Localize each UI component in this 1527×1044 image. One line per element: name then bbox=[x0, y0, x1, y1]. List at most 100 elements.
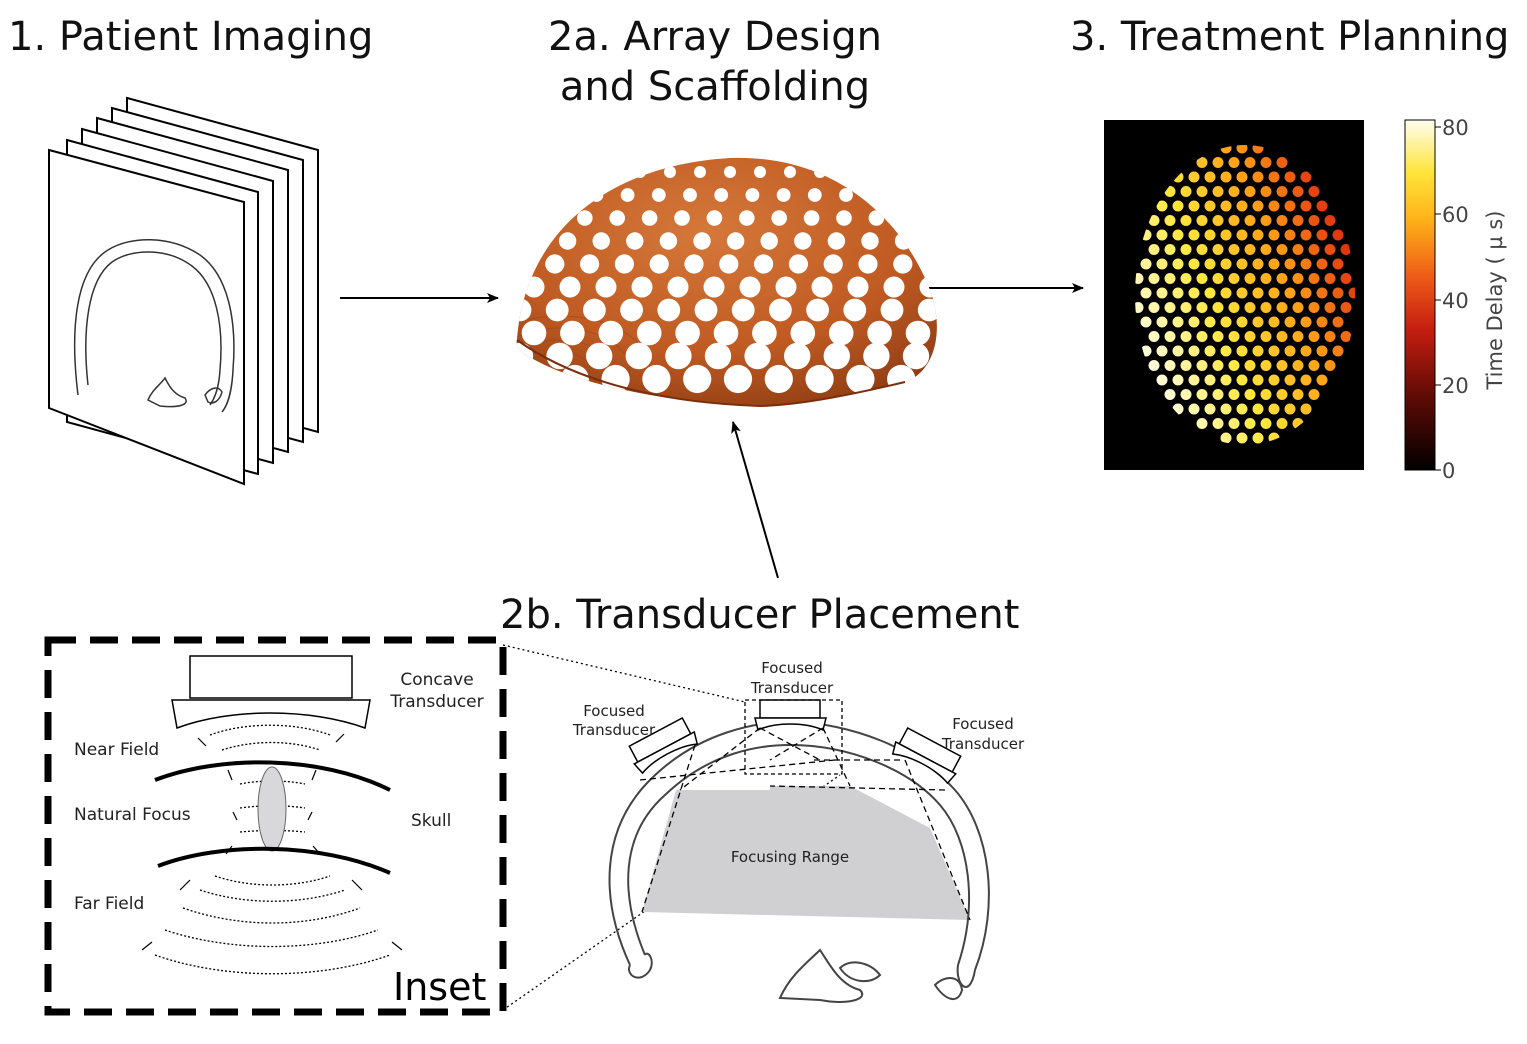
element-dot bbox=[1212, 215, 1224, 226]
element-dot bbox=[1196, 157, 1208, 168]
element-dot bbox=[1212, 157, 1224, 168]
scaffold-hole bbox=[894, 232, 913, 250]
element-dot bbox=[1244, 244, 1256, 255]
scaffold-hole bbox=[784, 342, 811, 370]
scaffold-hole bbox=[863, 342, 890, 370]
element-dot bbox=[1308, 360, 1320, 371]
element-dot bbox=[1180, 244, 1192, 255]
element-dot bbox=[1252, 403, 1264, 415]
element-dot bbox=[1188, 200, 1200, 212]
element-dot bbox=[1156, 316, 1168, 328]
element-dot bbox=[1300, 345, 1312, 357]
element-dot bbox=[1244, 331, 1256, 342]
scaffold-hole bbox=[664, 166, 676, 178]
element-dot bbox=[1148, 215, 1160, 226]
element-dot bbox=[1172, 374, 1184, 386]
scaffold-hole bbox=[771, 210, 787, 226]
element-dot bbox=[1220, 258, 1232, 270]
element-dot bbox=[1276, 418, 1288, 429]
element-dot bbox=[1196, 302, 1208, 313]
scaffold-hole bbox=[586, 342, 613, 370]
element-dot bbox=[1268, 374, 1280, 386]
element-dot bbox=[1252, 374, 1264, 386]
element-dot bbox=[1188, 287, 1200, 299]
element-dot bbox=[1228, 215, 1240, 226]
inset-natural-focus-label: Natural Focus bbox=[74, 805, 191, 825]
scaffold-hole bbox=[861, 232, 879, 250]
scaffold-hole bbox=[601, 364, 630, 394]
scaffold-hole bbox=[823, 254, 843, 274]
scaffold-hole bbox=[625, 342, 652, 370]
element-dot bbox=[1172, 316, 1184, 328]
element-dot bbox=[1212, 418, 1224, 429]
element-dot bbox=[1260, 389, 1272, 400]
element-dot bbox=[1268, 316, 1280, 328]
scaffold-hole bbox=[867, 320, 892, 346]
element-dot bbox=[1284, 258, 1296, 270]
scaffold-hole bbox=[776, 188, 791, 202]
element-dot bbox=[1332, 345, 1344, 357]
scaffold-hole bbox=[595, 276, 617, 298]
element-dot bbox=[1308, 331, 1320, 342]
element-dot bbox=[1196, 215, 1208, 226]
element-dot bbox=[1340, 273, 1352, 284]
scaffold-hole bbox=[754, 254, 774, 274]
element-dot bbox=[1292, 331, 1304, 342]
element-dot bbox=[1164, 331, 1176, 342]
element-dot bbox=[1156, 258, 1168, 270]
element-dot bbox=[1172, 287, 1184, 299]
element-dot bbox=[1244, 389, 1256, 400]
element-dot bbox=[1180, 302, 1192, 313]
element-dot bbox=[1276, 389, 1288, 400]
scaffold-hole bbox=[874, 166, 886, 178]
element-dot bbox=[1324, 360, 1336, 371]
top-focused-transducer bbox=[754, 717, 827, 732]
element-dot bbox=[1188, 345, 1200, 357]
element-dot bbox=[1244, 157, 1256, 168]
element-dot bbox=[1156, 345, 1168, 357]
element-dot bbox=[1196, 389, 1208, 400]
element-dot bbox=[1268, 200, 1280, 212]
element-dot bbox=[1244, 186, 1256, 197]
element-dot bbox=[1300, 258, 1312, 270]
scaffold-hole bbox=[739, 210, 755, 226]
element-dot bbox=[1340, 244, 1352, 255]
scaffold-hole bbox=[752, 320, 777, 346]
scaffold-hole bbox=[745, 188, 760, 202]
element-dot bbox=[1236, 229, 1248, 241]
element-dot bbox=[1196, 418, 1208, 429]
element-dot bbox=[1300, 316, 1312, 328]
scaffold-hole bbox=[674, 210, 690, 226]
scaffold-hole bbox=[516, 298, 532, 322]
element-dot bbox=[1220, 374, 1232, 386]
inset-skull-lower bbox=[157, 846, 391, 875]
colorbar-tick: 0 bbox=[1442, 459, 1455, 483]
element-dot bbox=[1188, 229, 1200, 241]
element-dot bbox=[1252, 229, 1264, 241]
scaffold-hole bbox=[694, 166, 706, 178]
element-dot bbox=[1228, 244, 1240, 255]
element-dot bbox=[1236, 200, 1248, 212]
element-dot bbox=[1308, 215, 1320, 226]
scaffold-hole bbox=[609, 210, 625, 226]
scaffold-hole bbox=[928, 254, 937, 274]
element-dot bbox=[1204, 345, 1216, 357]
element-dot bbox=[1252, 171, 1264, 183]
element-dot bbox=[1212, 360, 1224, 371]
scaffold-hole bbox=[704, 342, 732, 370]
element-dot bbox=[1140, 316, 1152, 328]
scaffold-hole bbox=[694, 298, 718, 322]
title-patient-imaging: 1. Patient Imaging bbox=[8, 14, 374, 60]
scaffold-hole bbox=[634, 166, 646, 178]
scaffold-hole bbox=[703, 276, 725, 298]
element-dot bbox=[1204, 200, 1216, 212]
element-dot bbox=[1172, 229, 1184, 241]
inset-natural-focus-zone bbox=[257, 766, 287, 852]
right-focused-transducer bbox=[891, 726, 962, 785]
element-dot bbox=[1180, 215, 1192, 226]
element-dot bbox=[1284, 171, 1296, 183]
element-dot bbox=[1276, 302, 1288, 313]
element-dot bbox=[1300, 171, 1312, 183]
scaffold-hole bbox=[883, 276, 905, 298]
element-dot bbox=[1172, 200, 1184, 212]
